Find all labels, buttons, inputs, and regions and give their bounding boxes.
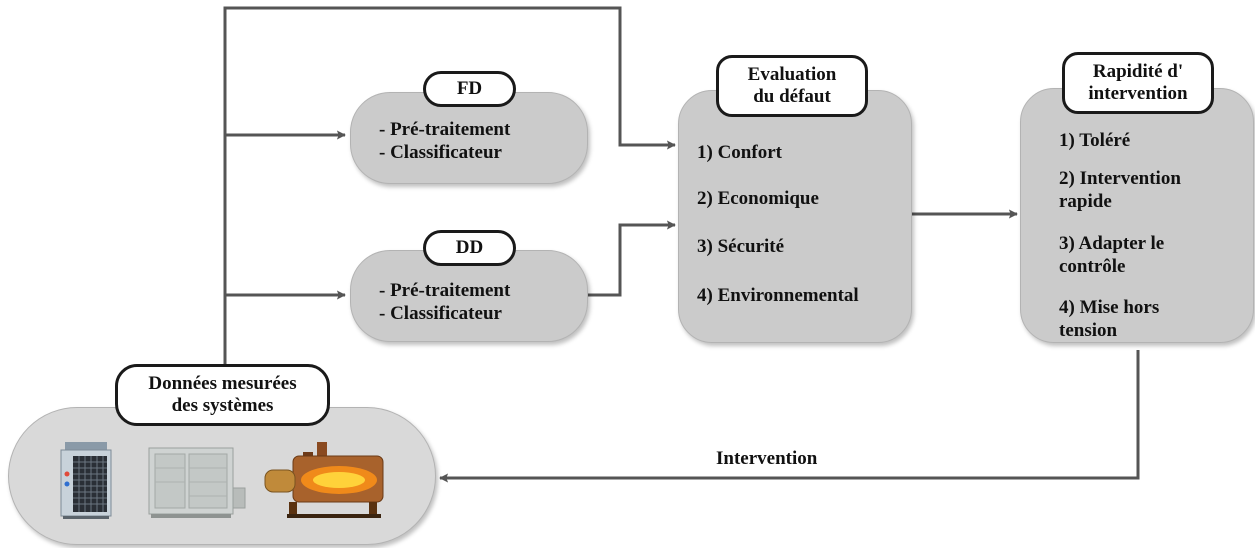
arrow-dd-to-evaluation <box>588 220 676 297</box>
rapidite-title-line1: Rapidité d' <box>1092 61 1184 82</box>
evaluation-box: 1) Confort 2) Economique 3) Sécurité 4) … <box>678 90 912 343</box>
donnees-box <box>8 407 436 545</box>
rapidite-box: 1) Toléré 2) Intervention rapide 3) Adap… <box>1020 88 1254 343</box>
donnees-title-line1: Données mesurées <box>148 373 297 394</box>
evaluation-item-environnemental: 4) Environnemental <box>697 285 859 306</box>
rapidite-item-intervention-rapide: 2) Intervention rapide <box>1059 168 1181 212</box>
dd-item-pretraitement: - Pré-traitement <box>379 280 511 301</box>
rapidite-item-mise-hors-tension: 4) Mise hors tension <box>1059 297 1160 341</box>
fd-box: - Pré-traitement - Classificateur <box>350 92 588 184</box>
rapidite-item-tolere: 1) Toléré <box>1059 130 1131 151</box>
rapidite-title: Rapidité d' intervention <box>1062 52 1214 114</box>
evaluation-item-securite: 3) Sécurité <box>697 236 785 257</box>
donnees-title: Données mesurées des systèmes <box>115 364 330 426</box>
rapidite-item-adapter-controle: 3) Adapter le contrôle <box>1059 233 1165 277</box>
dd-item-classificateur: - Classificateur <box>379 303 502 324</box>
trunk-line <box>223 6 676 380</box>
heat-pump-icon <box>60 442 112 519</box>
rapidite-title-line2: intervention <box>1088 83 1188 104</box>
evaluation-title-line1: Evaluation <box>747 64 837 85</box>
dd-title-text: DD <box>455 237 484 258</box>
evaluation-title: Evaluation du défaut <box>716 55 868 117</box>
evaluation-title-line2: du défaut <box>753 86 831 107</box>
evaluation-item-economique: 2) Economique <box>697 188 819 209</box>
donnees-title-line2: des systèmes <box>171 395 274 416</box>
fd-item-classificateur: - Classificateur <box>379 142 502 163</box>
arrow-intervention-feedback <box>439 350 1140 483</box>
dd-title: DD <box>423 230 516 266</box>
fd-item-pretraitement: - Pré-traitement <box>379 119 511 140</box>
evaluation-item-confort: 1) Confort <box>697 142 782 163</box>
fd-title: FD <box>423 71 516 107</box>
air-handling-unit-icon <box>148 447 246 518</box>
intervention-label: Intervention <box>716 448 818 469</box>
fd-title-text: FD <box>456 78 483 99</box>
boiler-burner-icon <box>264 442 384 518</box>
